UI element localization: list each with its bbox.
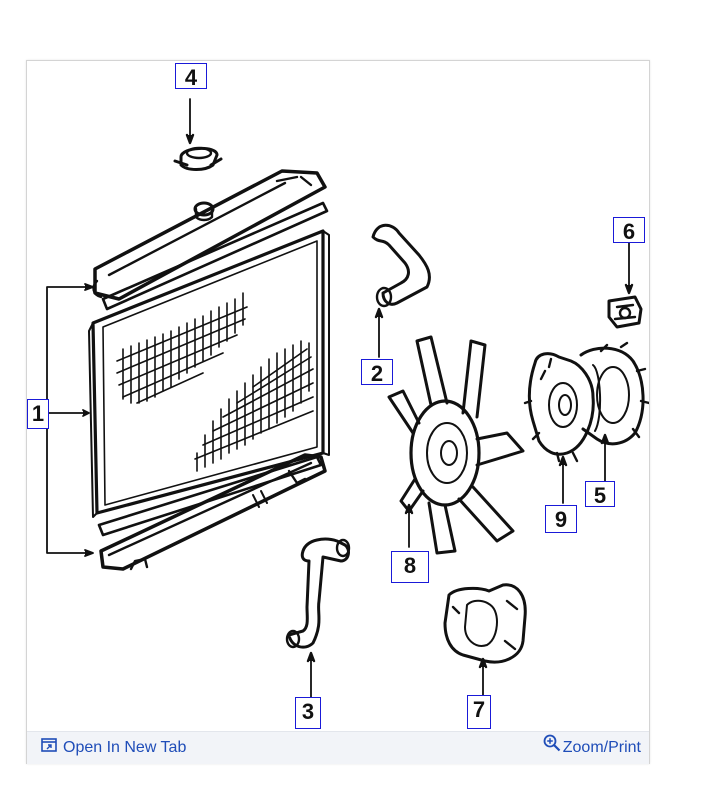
callout-3[interactable]: 3 bbox=[295, 697, 321, 729]
zoom-print-link[interactable]: Zoom/Print bbox=[543, 732, 641, 764]
zoom-print-label: Zoom/Print bbox=[562, 739, 641, 757]
magnifier-plus-icon bbox=[543, 732, 561, 764]
fan-switch-part bbox=[607, 242, 643, 329]
radiator-lower-seal bbox=[97, 455, 323, 537]
upper-hose-part bbox=[371, 223, 431, 358]
water-pump-part bbox=[579, 341, 649, 488]
diagram-frame: 4 6 2 1 5 9 8 3 7 Open In New Tab bbox=[26, 60, 650, 764]
diagram-drawing bbox=[46, 98, 649, 708]
open-in-new-tab-link[interactable]: Open In New Tab bbox=[41, 732, 186, 764]
open-in-new-tab-label: Open In New Tab bbox=[63, 739, 187, 757]
radiator-upper-seal bbox=[101, 201, 329, 311]
radiator-filler-neck bbox=[193, 201, 215, 222]
thermostat-housing-part bbox=[443, 583, 527, 708]
callout-9[interactable]: 9 bbox=[545, 505, 577, 533]
callout-4[interactable]: 4 bbox=[175, 63, 207, 90]
callout-1-leader bbox=[46, 283, 94, 557]
radiator-upper-tank bbox=[92, 169, 327, 301]
callout-1[interactable]: 1 bbox=[27, 399, 49, 429]
radiator-lower-tank bbox=[99, 453, 327, 571]
callout-7[interactable]: 7 bbox=[467, 695, 491, 729]
callout-6[interactable]: 6 bbox=[613, 217, 645, 244]
parts-diagram: 4 6 2 1 5 9 8 3 7 bbox=[27, 61, 649, 731]
radiator-core bbox=[88, 229, 330, 518]
cooling-fan-part bbox=[387, 335, 525, 555]
radiator-cap-part bbox=[173, 98, 223, 171]
callout-2[interactable]: 2 bbox=[361, 359, 393, 386]
callout-5[interactable]: 5 bbox=[585, 481, 615, 508]
diagram-footer: Open In New Tab Zoom/Print bbox=[27, 731, 649, 764]
callout-8[interactable]: 8 bbox=[391, 551, 429, 583]
open-in-new-tab-icon bbox=[41, 732, 57, 764]
lower-hose-part bbox=[285, 537, 351, 700]
